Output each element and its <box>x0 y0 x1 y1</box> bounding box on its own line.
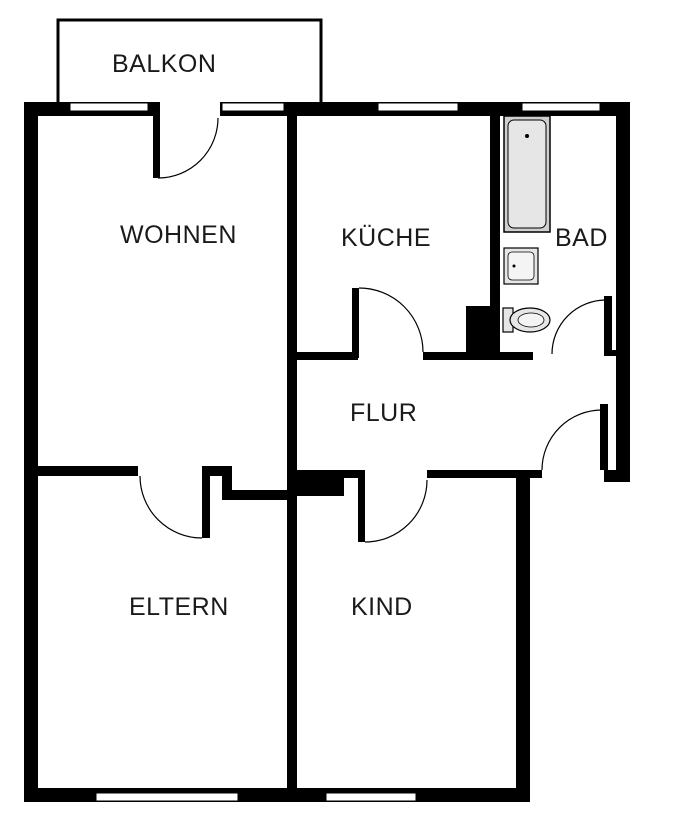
door-bad-jamb <box>604 296 612 354</box>
window-kueche <box>377 102 459 112</box>
room-label-kueche: KÜCHE <box>341 224 431 252</box>
door-bad-arc <box>551 299 607 355</box>
balcony-door-gap <box>158 102 220 116</box>
toilet-icon <box>502 307 551 333</box>
balcony-door-arc <box>157 117 219 179</box>
door-kueche-jamb <box>352 288 359 358</box>
balcony-outline <box>56 18 323 102</box>
wall-flur-right-stub <box>516 470 542 478</box>
window-wohnen-left <box>69 102 149 112</box>
shaft-block <box>466 306 500 360</box>
window-kind <box>325 792 417 802</box>
wall-wohnen-eltern-right <box>222 490 292 500</box>
balcony-door-jamb <box>153 102 160 178</box>
wall-bad-flur-stub <box>604 350 620 356</box>
door-eltern-arc <box>139 475 203 539</box>
door-entrance-arc <box>541 409 603 471</box>
wall-kueche-bad <box>490 102 500 360</box>
window-eltern <box>95 792 239 802</box>
window-bad <box>521 102 601 112</box>
door-eltern-jamb <box>202 466 210 538</box>
door-kueche-arc <box>358 287 424 353</box>
bathtub-icon <box>503 115 551 233</box>
wall-center-vertical <box>287 102 297 802</box>
wall-left-outer <box>24 102 38 802</box>
wall-right-kind <box>516 470 530 802</box>
sink-icon <box>503 247 539 285</box>
room-label-balkon: BALKON <box>112 50 216 78</box>
wall-wohnen-eltern-stub <box>202 466 232 476</box>
wall-flur-kind-left <box>292 470 362 478</box>
wall-wohnen-eltern-left <box>24 466 138 476</box>
wall-flur-kind-right <box>427 470 530 478</box>
door-entrance-jamb <box>600 404 608 470</box>
room-label-flur: FLUR <box>350 399 417 427</box>
room-label-bad: BAD <box>555 224 608 252</box>
wall-right-outer <box>616 102 630 482</box>
window-wohnen-right <box>221 102 285 112</box>
room-label-wohnen: WOHNEN <box>120 221 237 249</box>
room-label-kind: KIND <box>351 593 413 621</box>
wall-kueche-flur-left <box>292 352 358 360</box>
door-kind-arc <box>364 479 428 543</box>
door-kind-jamb <box>358 470 365 542</box>
wall-wohnen-eltern-notch <box>222 466 232 498</box>
wall-right-bottom-stub <box>604 470 630 482</box>
room-label-eltern: ELTERN <box>129 593 229 621</box>
